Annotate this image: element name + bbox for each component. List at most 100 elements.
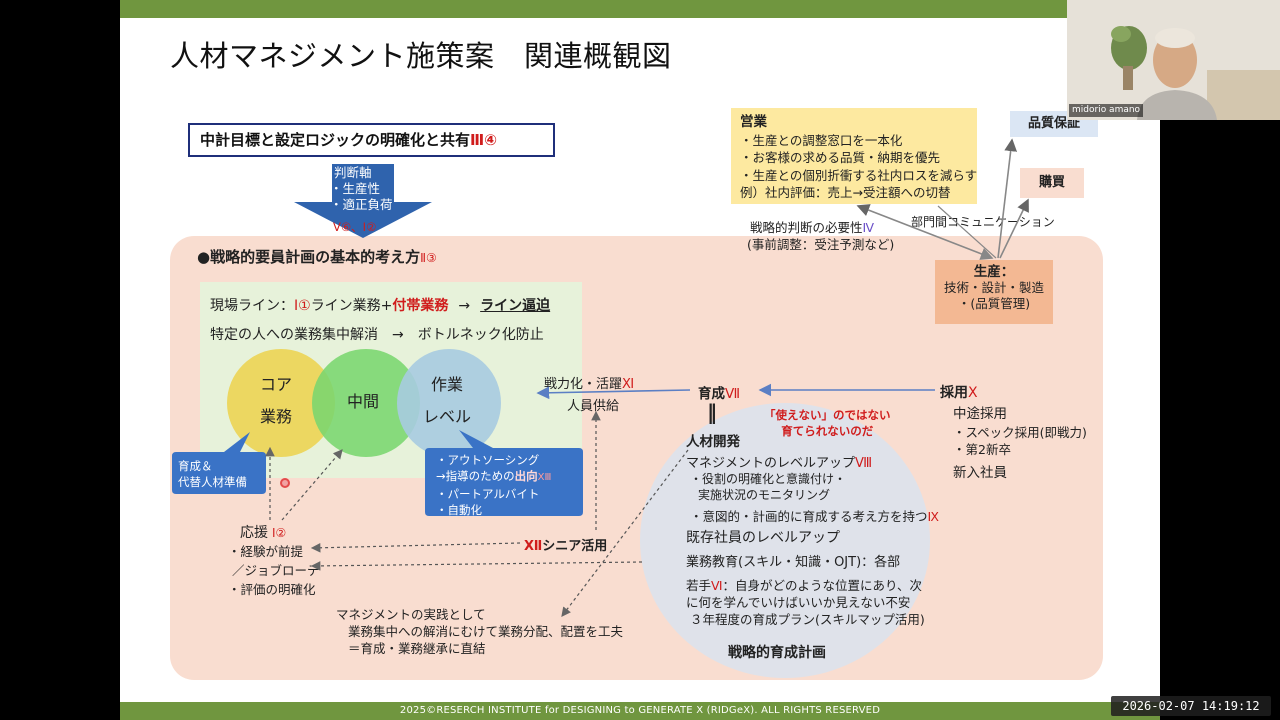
pointer-cursor-icon (280, 478, 290, 488)
senior-label: Ⅻシニア活用 (524, 535, 607, 554)
mgmt-level-up: マネジメントのレベルアップⅧ (686, 452, 872, 471)
judgment-ref: Ⅴ⑥、Ⅰ② (333, 220, 377, 234)
senior-ref: Ⅻ (524, 539, 543, 554)
development-head: 育成 (698, 386, 725, 402)
strategic-training-plan: 戦略的育成計画 (728, 645, 826, 661)
objective-box: 中計目標と設定ロジックの明確化と共有Ⅲ④ (188, 123, 555, 157)
strategic-need-label: 戦略的判断の必要性Ⅳ (事前調整：受注予測など) (747, 219, 895, 253)
recording-timestamp: 2026-02-07 14:19:12 (1111, 696, 1271, 716)
development-quote: 「使えない」のではない 育てられないのだ (764, 407, 891, 439)
mgmt-item: ・役割の明確化と意識付け・ (690, 472, 847, 486)
work-label-2: レベル (423, 407, 472, 426)
training-callout-shape (172, 432, 266, 494)
support-heading: 応援 Ⅰ② (240, 522, 286, 542)
mgmt-item: 実施状況のモニタリング (698, 488, 831, 502)
outsourcing-dispatch: 出向 (514, 469, 538, 483)
management-practice-line: 業務集中への解消にむけて業務分配、配置を工夫 (348, 624, 624, 639)
senior-text: シニア活用 (542, 539, 608, 554)
field-line-text: 現場ライン：Ⅰ①ライン業務+付帯業務→ライン逼迫 (210, 295, 550, 315)
sales-box: 営業 ・生産との調整窓口を一本化 ・お客様の求める品質・納期を優先 ・生産との個… (731, 108, 977, 204)
support-item: ・評価の明確化 (228, 582, 316, 597)
sales-item: 例）社内評価：売上→受注額への切替 (740, 185, 951, 200)
webcam-video-tile[interactable] (1067, 0, 1280, 120)
judgment-line: 判断軸 (334, 165, 372, 180)
young-staff-block: 若手Ⅵ：自身がどのような位置にあり、次 に何を学んでいけばいいか見えない不安 ３… (686, 577, 925, 628)
production-box: 生産： 技術・設計・製造 ・(品質管理) (935, 260, 1053, 324)
sales-item: ・生産との個別折衝する社内ロスを減らす (740, 167, 978, 183)
judgment-text: 判断軸 ・生産性 ・適正負荷 (330, 165, 394, 213)
outsourcing-line: →指導のための (436, 469, 515, 483)
production-line: 技術・設計・製造 (943, 280, 1044, 295)
quote-line: 育てられないのだ (781, 424, 874, 438)
sales-item: ・生産との調整窓口を一本化 (740, 132, 903, 148)
outsourcing-text: ・アウトソーシング →指導のための出向ⅩⅢ ・パートアルバイト ・自動化 (436, 452, 551, 518)
young-label: 若手 (686, 578, 712, 593)
outsourcing-line: ・パートアルバイト (436, 487, 540, 501)
hiring-item: 新入社員 (953, 465, 1007, 481)
strategic-need-text: 戦略的判断の必要性 (750, 220, 863, 235)
mgmt-items: ・役割の明確化と意識付け・ 実施状況のモニタリング (690, 471, 846, 503)
basic-policy-ref: Ⅱ③ (420, 251, 437, 265)
support-item: ・経験が前提 (228, 544, 304, 559)
supply-label: 人員供給 (567, 399, 620, 414)
management-practice-line: ＝育成・業務継承に直結 (348, 641, 486, 656)
webcam-person-icon (1067, 0, 1280, 120)
outsourcing-line: ・自動化 (436, 503, 482, 517)
hiring-ref: Ⅹ (968, 385, 978, 401)
work-label-1: 作業 (431, 375, 464, 394)
basic-policy-text: ●戦略的要員計画の基本的考え方 (197, 248, 421, 266)
development-heading: 育成Ⅶ (698, 382, 740, 402)
training-callout-line: 育成＆ (178, 459, 213, 473)
judgment-line: ・適正負荷 (330, 197, 393, 212)
young-ref: Ⅵ (711, 578, 723, 593)
slide-footer: 2025©RESERCH INSTITUTE for DESIGNING to … (120, 702, 1160, 720)
job-education-line: 業務教育(スキル・知識・OJT)：各部 (686, 555, 901, 570)
young-line: ３年程度の育成プラン(スキルマップ活用) (690, 612, 925, 627)
mgmt-level-up-text: マネジメントのレベルアップ (686, 456, 856, 471)
slide-top-bar (120, 0, 1160, 18)
existing-staff-line: 既存社員のレベルアップ (686, 530, 840, 546)
webcam-participant-name: midorio amano (1069, 104, 1144, 117)
quote-line: 「使えない」のではない (764, 408, 891, 422)
slide-title: 人材マネジメント施策案 関連概観図 (170, 39, 672, 73)
development-bar: ‖ (707, 400, 717, 424)
strategic-need-sub: (事前調整：受注予測など) (747, 237, 895, 252)
focus-line-text: 特定の人への業務集中解消 → ボトルネック化防止 (210, 327, 544, 343)
management-practice: マネジメントの実践として 業務集中への解消にむけて業務分配、配置を工夫 ＝育成・… (336, 606, 623, 657)
support-list: ・経験が前提 ／ジョブローテ ・評価の明確化 (228, 542, 320, 599)
support-ref: Ⅰ② (272, 526, 287, 540)
hiring-item: 中途採用 (953, 406, 1007, 422)
intent-text: ・意図的・計画的に育成する考え方を持つ (690, 509, 928, 524)
outsourcing-line: ・アウトソーシング (436, 453, 540, 467)
young-line: に何を学んでいけばいいか見えない不安 (686, 595, 911, 610)
intent-line: ・意図的・計画的に育成する考え方を持つⅨ (690, 506, 939, 525)
training-callout-text: 育成＆ 代替人材準備 (178, 458, 247, 490)
field-line-mid: ライン業務+ (310, 298, 393, 314)
basic-policy-heading: ●戦略的要員計画の基本的考え方Ⅱ③ (197, 246, 437, 267)
field-line-prefix: 現場ライン： (210, 298, 294, 314)
management-practice-line: マネジメントの実践として (336, 607, 486, 622)
young-line: ：自身がどのような位置にあり、次 (722, 578, 923, 593)
strategic-need-ref: Ⅳ (862, 220, 875, 235)
field-line-extra: 付帯業務 (392, 298, 449, 314)
core-label-1: コア (260, 375, 293, 394)
support-item: ／ジョブローテ (232, 563, 320, 578)
objective-ref: Ⅲ④ (470, 131, 497, 149)
development-sub: 人材開発 (686, 434, 740, 450)
outsourcing-ref: ⅩⅢ (537, 472, 552, 483)
hiring-head: 採用 (940, 385, 968, 401)
mgmt-level-up-ref: Ⅷ (855, 456, 873, 471)
interdept-communication-label: 部門間コミュニケーション (909, 213, 1057, 230)
work-level-circle (397, 349, 501, 457)
middle-label: 中間 (347, 392, 380, 411)
support-label: 応援 (240, 525, 268, 541)
development-head-ref: Ⅶ (725, 386, 741, 402)
strength-ref: Ⅺ (622, 377, 635, 392)
sales-head: 営業 (740, 114, 767, 130)
hiring-item: ・スペック採用(即戦力) (953, 425, 1087, 440)
slide: 人材マネジメント施策案 関連概観図 中計目標と設定ロジックの明確化と共有Ⅲ④ 判… (120, 0, 1160, 720)
field-line-arrow: → (458, 298, 471, 314)
strength-label: 戦力化・活躍Ⅺ (544, 373, 634, 392)
judgment-arrow (294, 164, 432, 238)
sales-item: ・お客様の求める品質・納期を優先 (740, 150, 941, 165)
